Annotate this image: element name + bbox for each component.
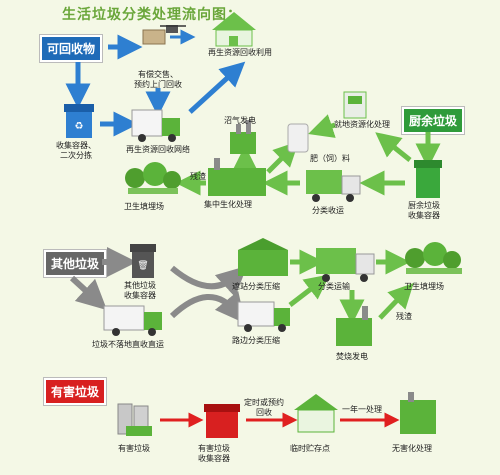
label-other-container-line-2: 收集容器	[124, 291, 156, 300]
label-reuse: 再生资源回收利用	[208, 48, 272, 57]
other-arrows-green	[288, 249, 414, 325]
label-doorstep: 有偿交售、 预约上门回收	[134, 70, 182, 90]
label-schedule: 定时或预约 回收	[244, 398, 284, 418]
label-kitchen-landfill: 卫生填埋场	[124, 202, 164, 211]
arrow-to-direct	[69, 275, 108, 311]
label-direct: 垃圾不落地直收直运	[92, 340, 164, 349]
label-biogas: 沼气发电	[224, 116, 256, 125]
category-tag-kitchen: 厨余垃圾	[402, 107, 465, 134]
recycle-bin-icon: ♻	[64, 104, 94, 138]
biogas-plant-icon	[230, 120, 256, 154]
label-hazardous-waste: 有害垃圾	[118, 444, 150, 453]
label-kitchen-residue: 残渣	[190, 172, 206, 181]
roadside-truck-icon	[237, 301, 290, 332]
label-storage: 临时贮存点	[290, 444, 330, 453]
arrow-roadside-to-transport	[288, 274, 330, 307]
kitchen-truck-icon	[306, 170, 361, 202]
label-other-transport: 分类运输	[318, 282, 350, 291]
label-schedule-line-1: 定时或预约	[244, 398, 284, 407]
category-tag-recyclable: 可回收物	[40, 35, 103, 62]
other-bin-icon: 🗑	[130, 244, 156, 278]
harmless-plant-icon	[400, 392, 436, 434]
label-harmless: 无害化处理	[392, 444, 432, 453]
house-icon	[212, 12, 256, 47]
label-hazard-container-line-2: 收集容器	[198, 454, 230, 463]
hazardous-bins-icon	[117, 403, 152, 436]
label-network: 再生资源回收网络	[126, 145, 190, 154]
onsite-machine-icon	[343, 91, 367, 119]
label-kitchen-container-line-1: 厨余垃圾	[408, 201, 440, 210]
label-other-container: 其他垃圾 收集容器	[124, 281, 156, 301]
label-onsite: 就地资源化处理	[334, 120, 390, 129]
label-collector: 收集容器、 二次分拣	[56, 141, 96, 161]
label-other-residue: 残渣	[396, 312, 412, 321]
compression-station-icon	[238, 238, 288, 276]
arrow-to-fertilizer	[308, 114, 336, 138]
arrow-to-onsite-from-container	[375, 132, 412, 162]
label-kitchen-container-line-2: 收集容器	[408, 211, 440, 220]
incineration-plant-icon	[336, 306, 372, 346]
label-kitchen-container: 厨余垃圾 收集容器	[408, 201, 440, 221]
label-doorstep-line-2: 预约上门回收	[134, 80, 182, 89]
svg-text:♻: ♻	[75, 121, 84, 132]
label-doorstep-line-1: 有偿交售、	[138, 70, 178, 79]
label-collector-line-2: 二次分拣	[60, 151, 92, 160]
label-fertilizer: 肥（饲）料	[310, 154, 350, 163]
landfill-trees-icon	[125, 162, 181, 194]
label-roadside-compress: 路边分类压缩	[232, 336, 280, 345]
kitchen-arrows	[175, 114, 441, 196]
arrow-direct-to-roadside	[169, 290, 246, 324]
recycling-truck-icon	[131, 109, 180, 142]
label-other-landfill: 卫生填埋场	[404, 282, 444, 291]
page-title: 生活垃圾分类处理流向图：	[62, 7, 242, 23]
category-tag-hazardous: 有害垃圾	[44, 378, 107, 405]
other-landfill-trees-icon	[405, 242, 462, 274]
transport-truck-icon	[316, 248, 375, 282]
label-kitchen-transport: 分类收运	[312, 206, 344, 215]
arrow-network-to-reuse	[188, 61, 246, 114]
recyclable-arrows	[65, 29, 246, 137]
hazard-container-icon	[204, 404, 240, 438]
label-station-compress: 遮站分类压缩	[232, 282, 280, 291]
fertilizer-bag-icon	[287, 123, 309, 153]
centralized-plant-icon	[208, 158, 266, 196]
arrow-to-fertilizer-from-centralized	[266, 141, 299, 174]
label-year: 一年一处理	[342, 405, 382, 414]
storage-house-icon	[294, 394, 338, 433]
arrow-container-to-station	[170, 265, 248, 298]
label-incineration: 焚烧发电	[336, 352, 368, 361]
direct-truck-icon	[103, 305, 162, 336]
label-hazard-container: 有害垃圾 收集容器	[198, 444, 230, 464]
label-collector-line-1: 收集容器、	[56, 141, 96, 150]
label-hazard-container-line-1: 有害垃圾	[198, 444, 230, 453]
label-centralized: 集中生化处理	[204, 200, 252, 209]
other-arrows	[69, 247, 248, 324]
label-schedule-line-2: 回收	[256, 408, 272, 417]
arrow-incineration-residue	[378, 282, 414, 320]
kitchen-bin-icon	[414, 160, 442, 198]
svg-text:🗑: 🗑	[137, 260, 148, 271]
drone-icon	[142, 25, 186, 45]
category-tag-other: 其他垃圾	[44, 250, 107, 277]
label-other-container-line-1: 其他垃圾	[124, 281, 156, 290]
